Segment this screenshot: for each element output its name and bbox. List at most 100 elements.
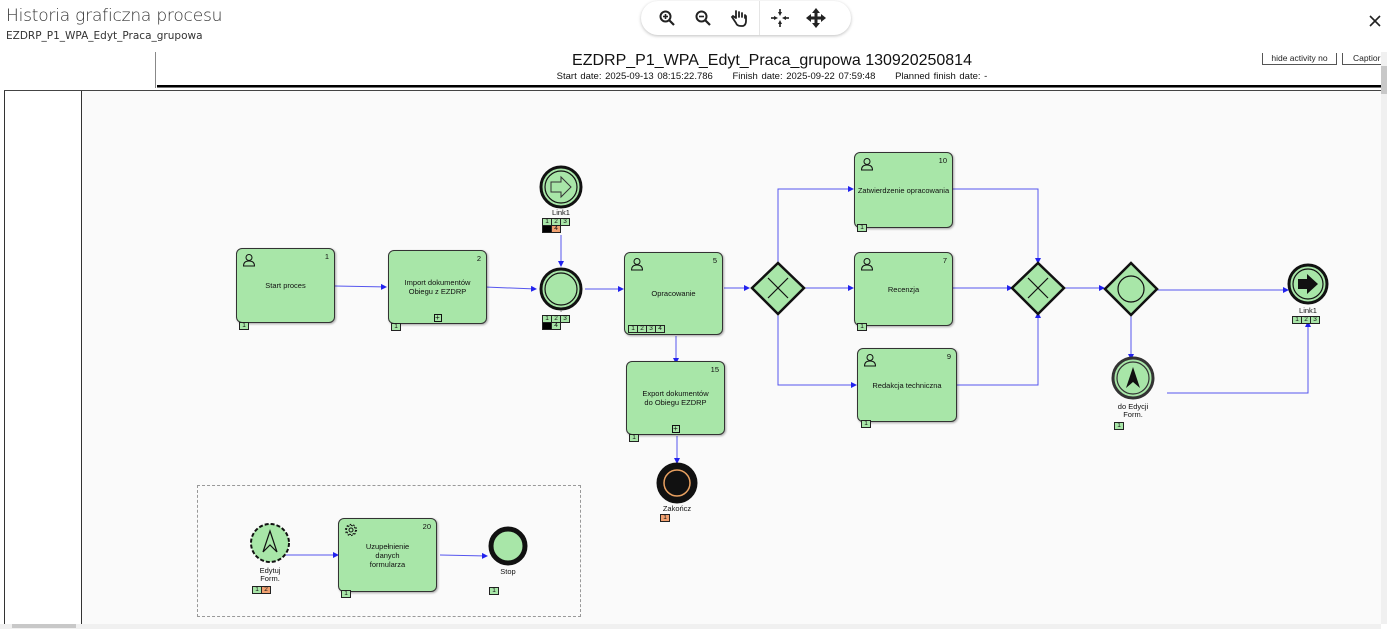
user-icon (860, 258, 874, 271)
vertical-scrollbar-thumb[interactable] (1381, 66, 1387, 94)
horizontal-scrollbar[interactable] (0, 624, 1381, 629)
close-button[interactable] (1368, 14, 1386, 32)
flow-uzupelnienie-to-stop (439, 552, 488, 559)
event-based-gateway[interactable] (1103, 261, 1159, 317)
zakoncz-label: Zakończ (662, 504, 692, 513)
start-event-edytuj[interactable] (250, 523, 290, 563)
task-export-dokumentow[interactable]: 15 Export dokumentów do Obiegu EZDRP + (626, 361, 725, 435)
task-label: Import dokumentów Obiegu z EZDRP (404, 278, 471, 296)
fit-button[interactable] (762, 3, 798, 33)
task-number: 9 (946, 352, 951, 361)
stop-label: Stop (500, 567, 516, 576)
task-zatwierdzenie-opracowania[interactable]: 10 Zatwierdzenie opracowania (854, 152, 953, 228)
instance-counter[interactable]: 4 (551, 322, 561, 330)
zoom-out-button[interactable] (685, 3, 721, 33)
counters-task-9: 1 (861, 420, 871, 428)
zoom-in-icon (659, 10, 675, 26)
task-number: 10 (938, 156, 947, 165)
user-icon (863, 354, 877, 367)
instance-counter[interactable]: 1 (1114, 422, 1124, 430)
flow-redakcja-to-join (957, 312, 1041, 386)
zoom-in-button[interactable] (649, 3, 685, 33)
task-label: Zatwierdzenie opracowania (857, 185, 950, 195)
circle-icon (1117, 275, 1145, 303)
flow-import-to-intermediate (484, 285, 537, 292)
instance-counter[interactable]: 1 (861, 420, 871, 428)
instance-counter[interactable]: 3 (560, 315, 570, 323)
flow-start-to-import (334, 283, 387, 290)
task-opracowanie[interactable]: 5 Opracowanie (624, 252, 723, 335)
gear-icon (344, 523, 358, 537)
subprocess-expand-icon[interactable]: + (671, 424, 680, 433)
exclusive-gateway-join[interactable] (1010, 261, 1066, 316)
task-label: Recenzja (887, 284, 920, 294)
exclusive-gateway-split[interactable] (750, 261, 806, 316)
task-number: 1 (324, 252, 329, 261)
task-recenzja[interactable]: 7 Recenzja (854, 252, 953, 326)
counters-task-2: 1 (391, 323, 401, 331)
caption-button[interactable]: Captior (1342, 53, 1387, 65)
escalation-label: do Edycji Form. (1117, 402, 1149, 419)
close-icon (1369, 15, 1381, 27)
link-catch-label: Link1 (552, 208, 570, 217)
link-throw-event[interactable] (1287, 263, 1329, 305)
escalation-event[interactable] (1111, 356, 1155, 400)
instance-counter[interactable]: 1 (489, 587, 499, 595)
info-divider (157, 85, 1387, 88)
task-start-proces[interactable]: 1 Start proces (236, 248, 335, 323)
escalation-outline-icon (262, 529, 278, 553)
task-label: Opracowanie (651, 289, 696, 298)
process-dates: Start date: 2025-09-13 08:15:22.786 Fini… (156, 71, 1387, 82)
pan-button[interactable] (721, 3, 757, 33)
vertical-scrollbar[interactable] (1381, 52, 1387, 624)
instance-counter[interactable]: 1 (341, 590, 351, 598)
diagram-canvas[interactable]: 1 Start proces 1 2 Import dokumentów Obi… (4, 90, 1381, 624)
move-button[interactable] (798, 3, 834, 33)
end-event-zakoncz[interactable] (656, 462, 698, 504)
task-redakcja-techniczna[interactable]: 9 Redakcja techniczna (857, 348, 957, 422)
instance-counter[interactable]: 1 (391, 323, 401, 331)
instance-counter[interactable]: 4 (655, 325, 665, 333)
task-label: Redakcja techniczna (872, 380, 942, 390)
task-import-dokumentow[interactable]: 2 Import dokumentów Obiegu z EZDRP + (388, 250, 487, 324)
task-uzupelnienie-danych[interactable]: 20 Uzupełnienie danych formularza (338, 518, 437, 592)
intermediate-event-label: . (559, 305, 563, 314)
counters-escalation: 1 (1114, 422, 1124, 430)
instance-counter[interactable]: 1 (857, 323, 867, 331)
link-arrow-filled-icon (1298, 274, 1318, 294)
task-number: 15 (710, 365, 719, 374)
user-icon (630, 258, 644, 271)
task-number: 2 (476, 254, 481, 263)
instance-counter[interactable]: 2 (261, 586, 271, 594)
start-date: Start date: 2025-09-13 08:15:22.786 (556, 71, 713, 82)
counters-task-7: 1 (857, 323, 867, 331)
counters-task-20: 1 (341, 590, 351, 598)
zoom-out-icon (695, 10, 711, 26)
task-label: Export dokumentów do Obiegu EZDRP (642, 389, 709, 407)
instance-counter[interactable]: 1 (857, 224, 867, 232)
intermediate-event[interactable] (539, 267, 583, 311)
end-event-stop[interactable] (488, 526, 528, 566)
instance-counter[interactable]: 1 (239, 322, 249, 330)
hand-icon (730, 10, 747, 27)
instance-counter[interactable]: 1 (629, 434, 639, 442)
sequence-flows (250, 165, 1329, 566)
instance-counter[interactable]: 3 (1310, 316, 1320, 324)
instance-counter[interactable]: 4 (551, 225, 561, 233)
fit-icon (771, 9, 789, 27)
instance-counter[interactable]: 3 (560, 218, 570, 226)
instance-counter[interactable]: 1 (660, 514, 670, 522)
horizontal-scrollbar-thumb[interactable] (12, 624, 76, 628)
subprocess-expand-icon[interactable]: + (433, 313, 442, 322)
link-arrow-icon (550, 175, 572, 199)
counters-zakoncz: 1 (660, 514, 670, 522)
link-catch-event[interactable] (539, 165, 583, 209)
dialog-title: Historia graficzna procesu (6, 6, 223, 26)
flow-zatwierdzenie-to-join (953, 188, 1041, 264)
user-icon (860, 158, 874, 171)
hide-activity-no-button[interactable]: hide activity no (1262, 53, 1337, 65)
